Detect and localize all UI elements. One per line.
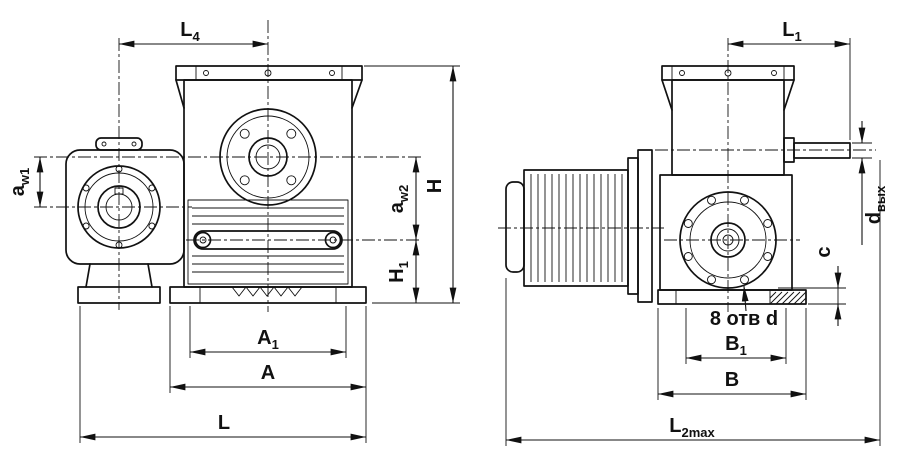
motor-flange-plate [627, 157, 639, 295]
dim-label-h: H [424, 179, 446, 193]
note-8-holes: 8 отв d [710, 285, 778, 330]
dim-label-l4: L4 [180, 19, 200, 44]
dim-dvyh: dвых [852, 121, 888, 245]
base-foot [657, 289, 807, 305]
cap-screw-icon [131, 141, 137, 147]
dim-L4: L4 [119, 19, 268, 48]
flange-hole-icon [683, 252, 693, 261]
flange-hole-icon [286, 128, 297, 139]
dim-label-h1: H1 [386, 261, 411, 283]
flange-hole-icon [82, 222, 90, 230]
holes-note-label: 8 отв d [710, 308, 778, 330]
flange-bolt-icon [203, 70, 209, 76]
right-center-lines [498, 38, 876, 312]
motor-end-cap [505, 181, 525, 273]
dim-H: H [364, 65, 460, 304]
dim-label-b1: B1 [725, 333, 747, 358]
dimensions-right: L1 dвых c 8 отв d B1 B [505, 19, 888, 446]
dim-B: B [657, 308, 807, 400]
adapter-flange [637, 149, 653, 303]
dim-H1: H1 [386, 240, 420, 303]
flange-bolt-icon [771, 70, 777, 76]
dim-aw1: aw1 [7, 157, 44, 207]
dim-A1: A1 [189, 306, 347, 358]
dim-L2max: L2max [505, 160, 881, 446]
dim-label-a1: A1 [257, 327, 279, 352]
dimensions-left: L4 aw1 H aw2 H1 A1 A [7, 19, 460, 443]
dim-B1: B1 [685, 308, 787, 364]
dim-L: L [79, 306, 366, 443]
flange-hole-icon [683, 219, 693, 228]
electric-motor [505, 149, 653, 303]
dim-label-l2max: L2max [669, 415, 715, 440]
flange-hole-icon [148, 222, 156, 230]
cap-screw-icon [101, 141, 107, 147]
dim-label-c: c [813, 246, 835, 257]
left-center-lines [34, 20, 422, 312]
flange-hole-icon [286, 175, 297, 186]
worm-stage-unit [65, 137, 185, 304]
section-hatch [769, 291, 807, 305]
output-shaft [793, 142, 851, 159]
dim-L1: L1 [728, 19, 851, 140]
flange-hole-icon [82, 184, 90, 192]
dim-label-l1: L1 [782, 19, 801, 44]
dim-label-a: A [261, 362, 275, 384]
flange-bolt-icon [329, 70, 335, 76]
flange-hole-icon [763, 252, 773, 261]
dim-label-l: L [218, 412, 230, 434]
dim-aw2: aw2 [386, 157, 420, 240]
flange-hole-icon [707, 195, 716, 205]
dim-label-b: B [725, 369, 739, 391]
flange-hole-icon [148, 184, 156, 192]
flange-hole-icon [239, 175, 250, 186]
flange-hole-icon [707, 275, 716, 285]
dim-label-aw1: aw1 [7, 168, 32, 196]
flange-hole-icon [740, 195, 749, 205]
bottom-ribs [231, 286, 303, 297]
flange-hole-icon [740, 275, 749, 285]
left-view-front [34, 20, 422, 312]
dim-c: c [778, 246, 846, 326]
dim-label-dvyh: dвых [863, 185, 888, 224]
flange-hole-icon [763, 219, 773, 228]
dim-A: A [169, 306, 367, 443]
dim-label-aw2: aw2 [386, 185, 411, 213]
flange-bolt-icon [679, 70, 685, 76]
flange-hole-icon [239, 128, 250, 139]
right-view-side [498, 38, 876, 312]
